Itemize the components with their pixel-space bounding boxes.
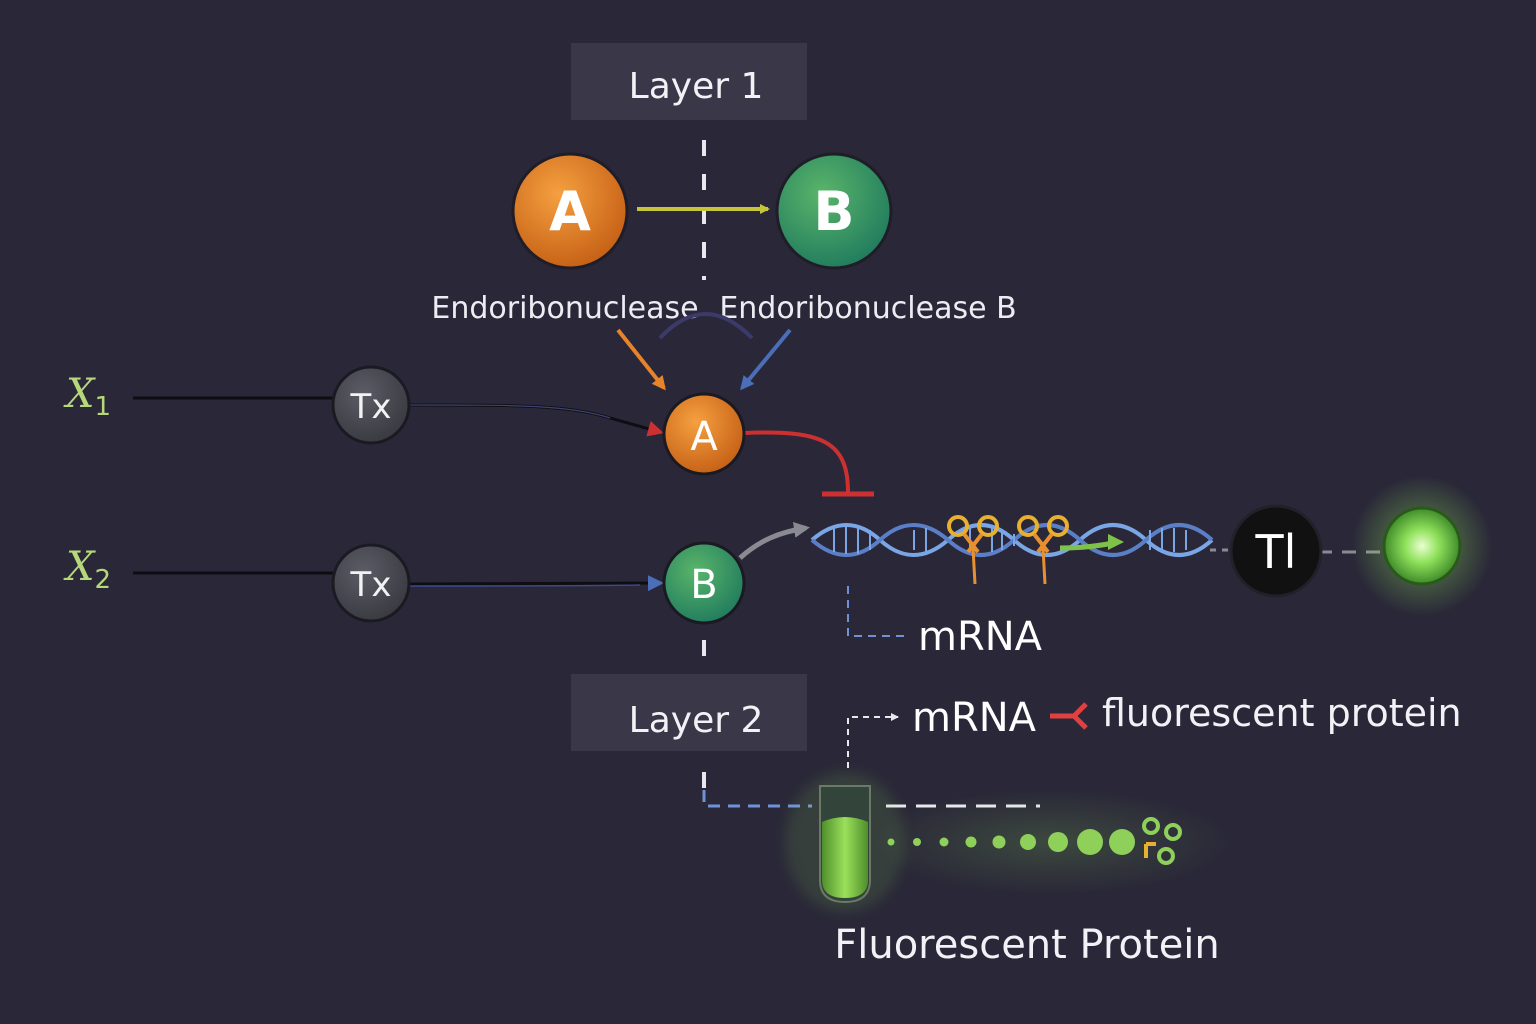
mrna-1-label: mRNA <box>918 614 1043 660</box>
endoribonuclease-b-label: Endoribonuclease B <box>719 291 1016 326</box>
svg-text:X2: X2 <box>63 544 111 595</box>
repression-icon <box>1050 702 1088 730</box>
feedback-arc <box>658 312 754 340</box>
node-b-top: B <box>775 152 893 270</box>
fluorescent-protein-label: Fluorescent Protein <box>834 922 1220 968</box>
inhibition-line <box>743 430 850 493</box>
mrna-1-bracket <box>847 586 908 637</box>
fluorescent-protein-small-label: fluorescent protein <box>1102 691 1462 735</box>
glow-dots <box>887 829 1135 855</box>
input-x1-label: X1 <box>63 371 111 422</box>
layer-1-label: Layer 1 <box>629 66 764 107</box>
arrow-endo-a-to-a <box>616 328 666 391</box>
mrna-2-bracket <box>847 713 899 768</box>
svg-text:X1: X1 <box>63 371 111 422</box>
tx2-label: Tx <box>350 565 392 605</box>
glow-spark <box>1144 842 1156 858</box>
scissors-icon <box>1017 515 1069 585</box>
glow-protein-icon <box>1352 476 1492 616</box>
tx1-node: Tx <box>331 365 411 445</box>
tx1-label: Tx <box>350 387 392 427</box>
layer-1-box: Layer 1 <box>571 43 807 120</box>
wire-tx1-to-a <box>409 403 664 437</box>
layer-2-box: Layer 2 <box>571 674 807 751</box>
mrna-2-label: mRNA <box>912 695 1037 741</box>
test-tube-icon <box>785 772 905 912</box>
node-a-mid: A <box>662 392 746 476</box>
input-x2-label: X2 <box>63 544 111 595</box>
tl-node: Tl <box>1229 504 1323 598</box>
tx2-node: Tx <box>331 543 411 623</box>
node-b-top-label: B <box>813 180 854 243</box>
node-a-top-label: A <box>549 180 591 243</box>
layer-2-wire <box>702 790 812 808</box>
node-a-mid-label: A <box>690 414 718 460</box>
scissors-icon <box>947 515 999 585</box>
wire-tx2-to-b <box>409 575 664 592</box>
arrow-endo-b-to-a <box>740 328 792 391</box>
dna-helix-icon <box>810 523 1214 557</box>
node-a-top: A <box>511 152 629 270</box>
arrow-b-to-mrna <box>738 521 810 560</box>
endoribonuclease-a-label: Endoribonuclease <box>431 291 698 326</box>
layer-2-label: Layer 2 <box>629 700 764 741</box>
glow-bubbles <box>1142 817 1182 865</box>
node-b-mid-label: B <box>690 562 717 608</box>
tl-label: Tl <box>1255 525 1297 579</box>
node-b-mid: B <box>662 541 746 625</box>
